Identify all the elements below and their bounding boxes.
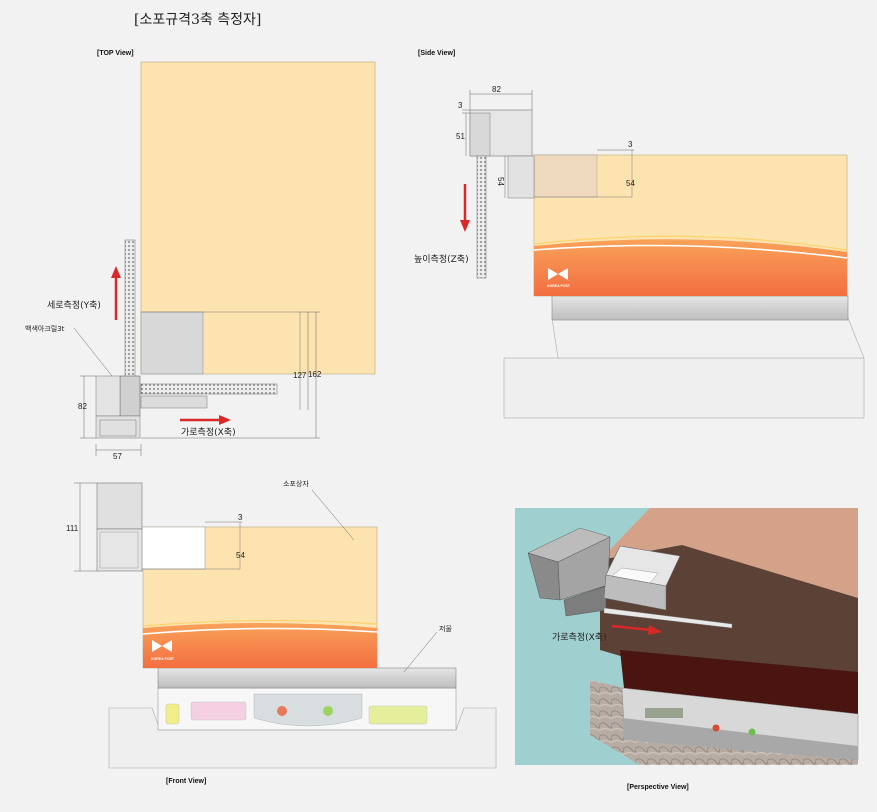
front-dim-111: 111 bbox=[66, 524, 79, 533]
svg-text:KOREA POST: KOREA POST bbox=[547, 284, 571, 288]
side-korea-post-logo: KOREA POST bbox=[547, 268, 571, 288]
side-dim-3b: 3 bbox=[628, 140, 633, 149]
perspective-x-ruler[interactable] bbox=[603, 607, 733, 629]
top-x-axis-label: 가로측정(X축) bbox=[181, 427, 236, 438]
front-scale-base bbox=[108, 707, 497, 769]
front-scale-label: 저울 bbox=[439, 624, 452, 633]
top-dim-82: 82 bbox=[78, 402, 87, 411]
side-dim-3a: 3 bbox=[458, 101, 463, 110]
side-dim-82: 82 bbox=[492, 85, 501, 94]
side-dim-51: 51 bbox=[456, 132, 465, 141]
front-view-label: [Front View] bbox=[166, 778, 207, 785]
side-view: KOREA POST 82 3 51 54 3 54 높이측정 bbox=[414, 85, 865, 419]
top-dim-127: 127 bbox=[293, 371, 307, 380]
perspective-view: 가로측정(X축) bbox=[515, 508, 859, 765]
perspective-x-axis-label: 가로측정(X축) bbox=[552, 632, 607, 643]
top-y-axis-label: 세로측정(Y축) bbox=[47, 300, 101, 311]
side-scale-plate bbox=[551, 295, 849, 321]
top-material-label: 백색아크릴3t bbox=[25, 324, 65, 333]
svg-text:KOREA POST: KOREA POST bbox=[151, 657, 175, 661]
front-korea-post-logo: KOREA POST bbox=[151, 640, 175, 661]
front-dim-3: 3 bbox=[238, 513, 243, 522]
side-z-ruler[interactable] bbox=[476, 155, 487, 279]
front-view: KOREA POST 111 3 54 소포상자 저울 bbox=[66, 479, 497, 769]
side-z-axis-label: 높이측정(Z축) bbox=[414, 254, 469, 265]
page-title: [소포규격3축 측정자] bbox=[134, 12, 262, 28]
top-dim-162: 162 bbox=[308, 370, 322, 379]
side-dim-54: 54 bbox=[626, 179, 635, 188]
front-scale-plate bbox=[157, 667, 457, 689]
top-device-body bbox=[119, 375, 141, 417]
front-box-label: 소포상자 bbox=[283, 479, 309, 488]
perspective-box-top bbox=[600, 508, 858, 600]
top-acrylic-plate bbox=[140, 311, 204, 375]
front-head-block bbox=[96, 482, 143, 530]
front-dim-54: 54 bbox=[236, 551, 245, 560]
side-view-label: [Side View] bbox=[418, 50, 456, 57]
top-view: 82 57 127 162 세로측정(Y축) 가로측정(X축) 백색아크릴3t bbox=[25, 61, 376, 461]
top-view-label: [TOP View] bbox=[97, 50, 134, 57]
side-scale-base bbox=[503, 357, 865, 419]
perspective-view-label: [Perspective View] bbox=[627, 784, 689, 791]
top-device-cover bbox=[95, 375, 121, 417]
perspective-x-arrow bbox=[611, 624, 651, 632]
side-dim-54-vert: 54 bbox=[496, 177, 505, 186]
top-dim-57: 57 bbox=[113, 452, 122, 461]
top-x-ruler[interactable] bbox=[140, 383, 278, 395]
top-device-base bbox=[95, 415, 141, 439]
top-y-ruler[interactable] bbox=[124, 239, 136, 379]
